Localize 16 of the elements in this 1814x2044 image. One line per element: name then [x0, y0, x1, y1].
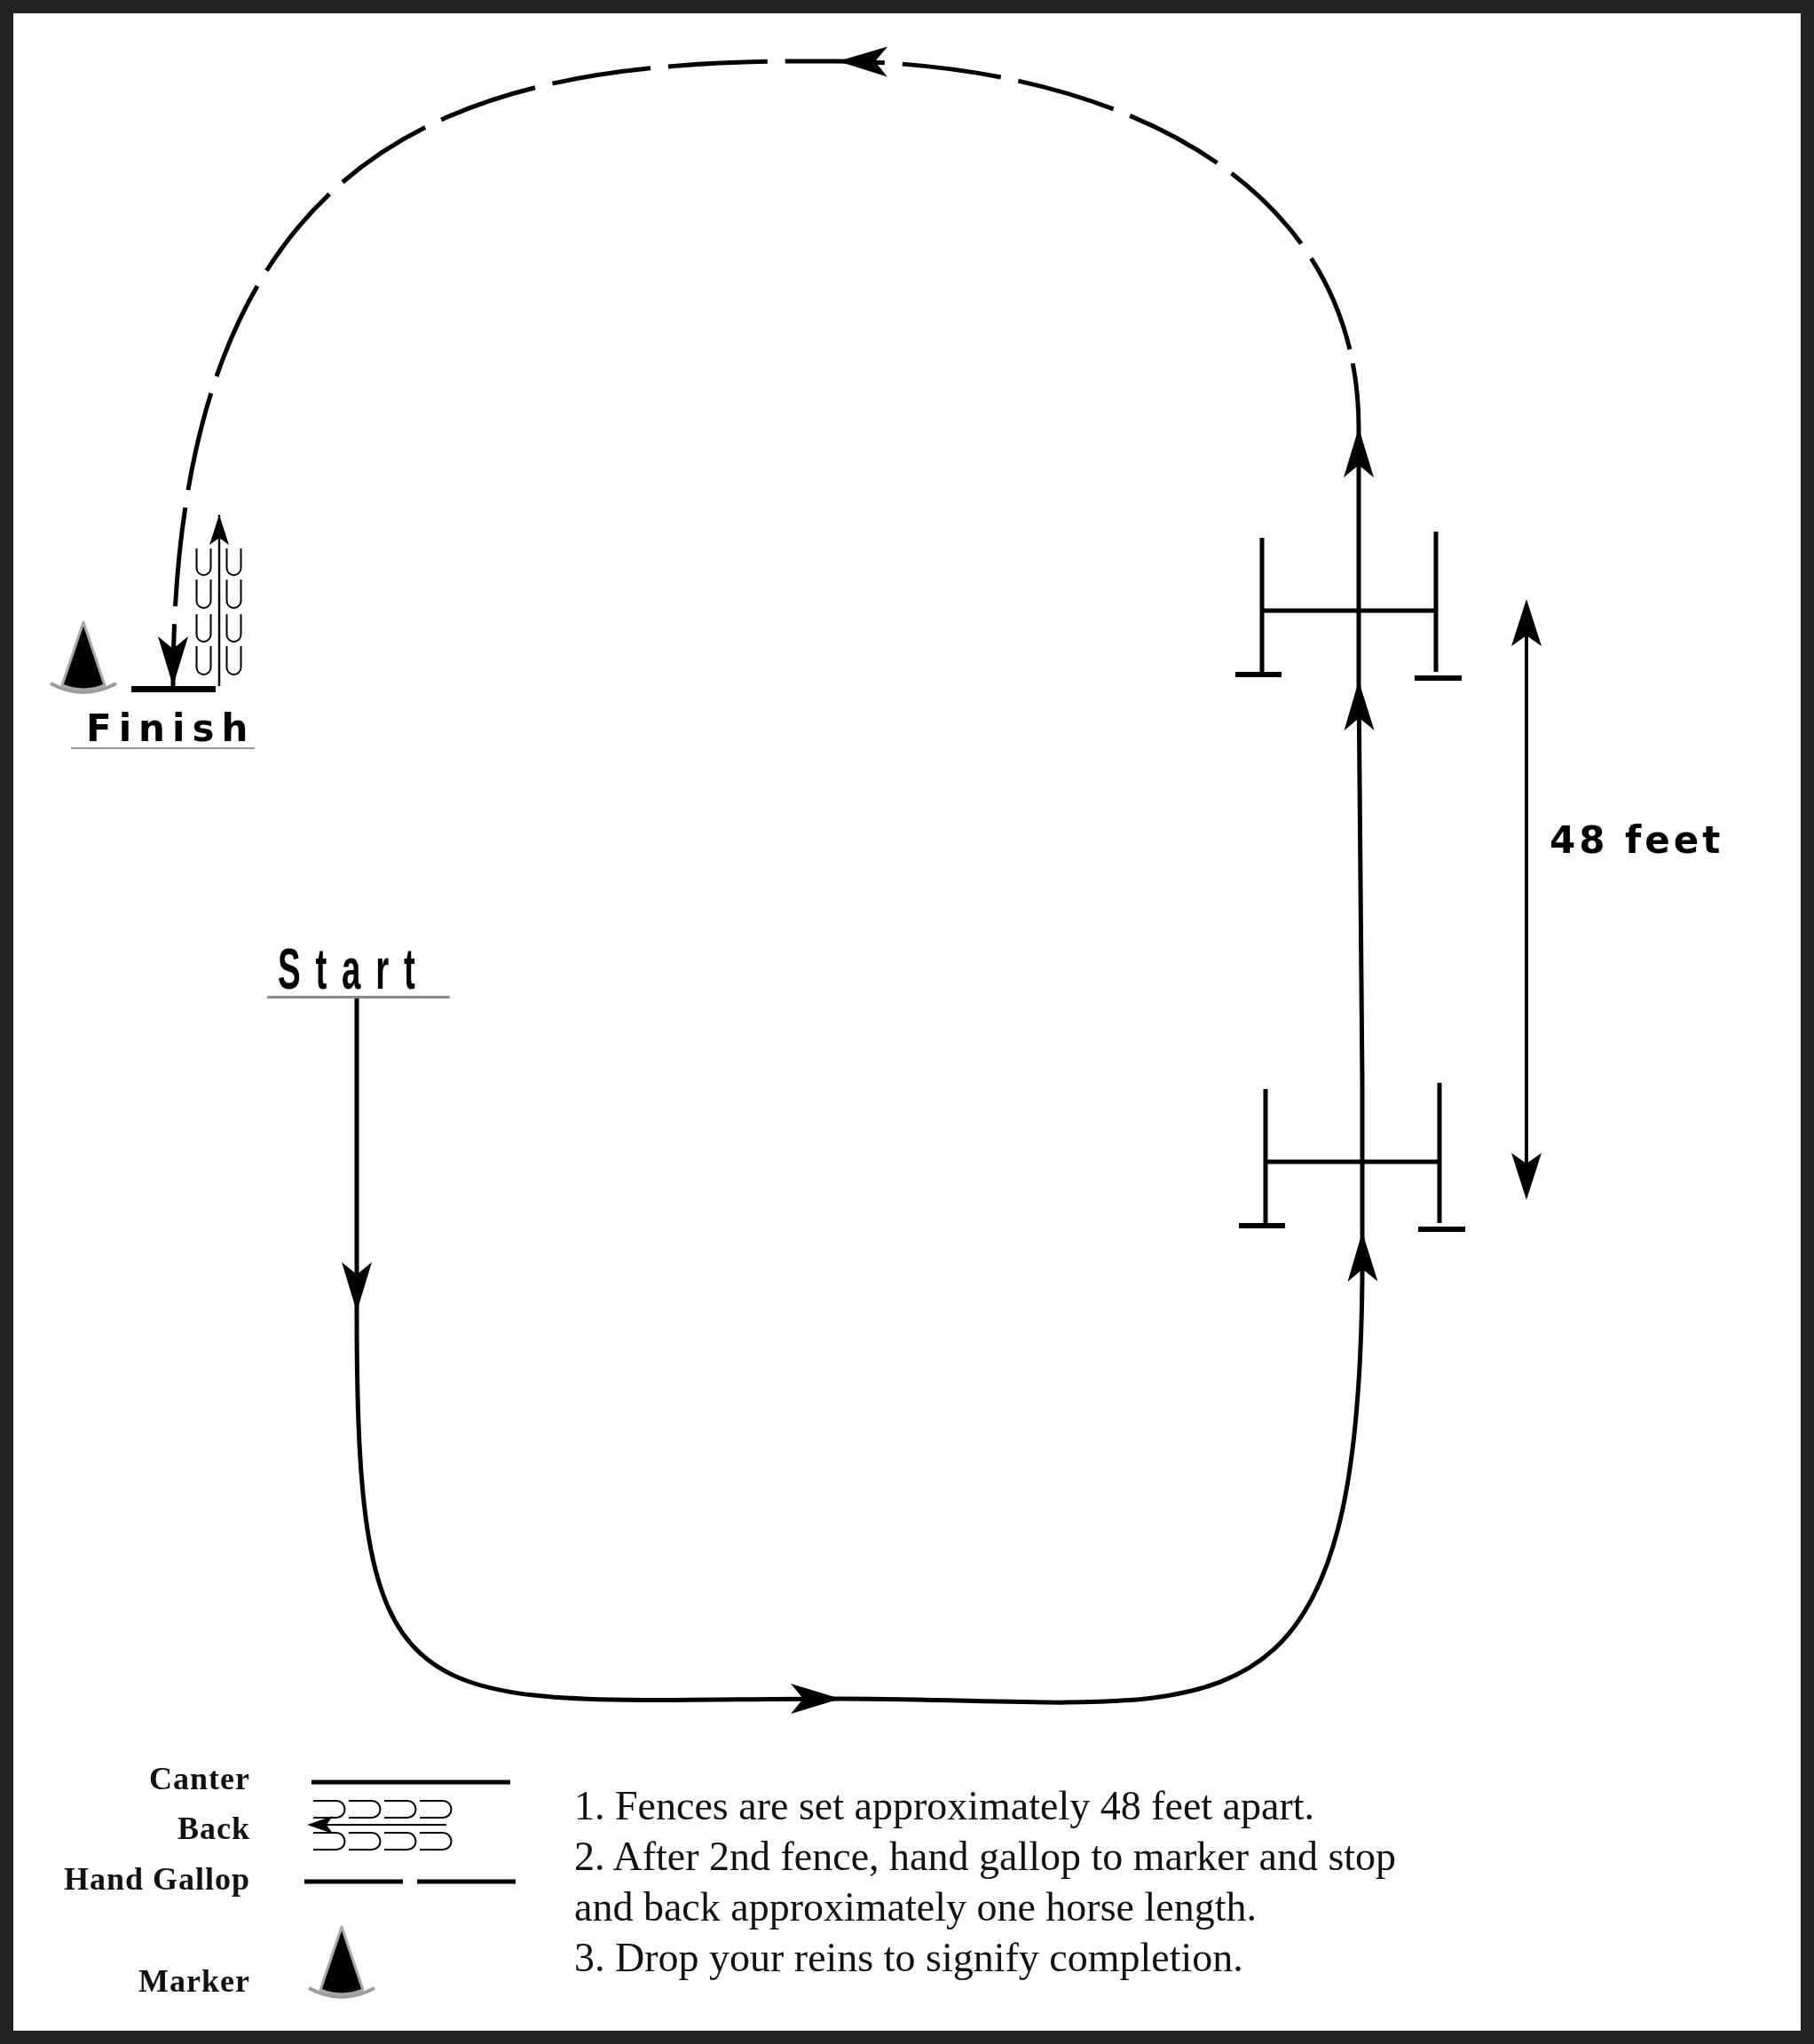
route-arrow: [342, 998, 1378, 1714]
note-text: 2. After 2nd fence, hand gallop to marker and stop and back approximately one horse length.: [574, 1833, 1398, 1931]
legend-label: Marker: [138, 1965, 250, 1997]
legend-label: Hand Gallop: [63, 1863, 250, 1895]
route-arrow: [1344, 680, 1375, 1084]
note-text: 1. Fences are set approximately 48 feet apart.: [574, 1782, 1315, 1830]
dimension-label: 48 feet: [1550, 822, 1724, 859]
legend-label: Back: [177, 1812, 250, 1844]
fence-symbol: [1239, 1083, 1465, 1232]
finish-label: Finish: [71, 710, 256, 749]
back-arrow: [209, 515, 229, 686]
legend-label: Canter: [149, 1763, 250, 1795]
route-arrow: [158, 46, 1374, 687]
start-label: Start: [267, 944, 450, 998]
note-text: 3. Drop your reins to signify completion.: [574, 1934, 1243, 1982]
fence-symbol: [1235, 532, 1462, 681]
